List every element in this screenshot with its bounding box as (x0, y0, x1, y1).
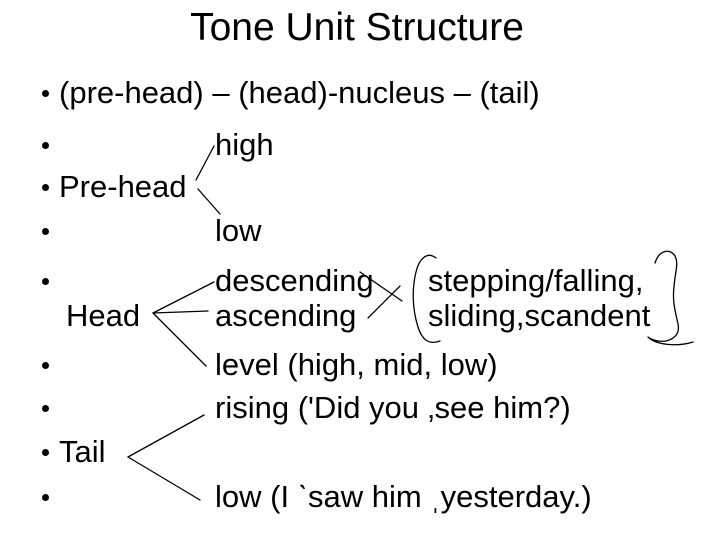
bullet-icon (42, 405, 49, 412)
list-item-text: stepping/falling, (428, 263, 644, 298)
list-item: Tail (0, 430, 720, 474)
bullet-icon (42, 142, 49, 149)
list-item: low (I ˋsaw him ˌyesterday.) (0, 475, 720, 519)
bullet-icon (42, 449, 49, 456)
list-item-text: (pre-head) – (head)-nucleus – (tail) (59, 75, 540, 110)
list-item-text: low (215, 213, 262, 248)
list-item: high (0, 123, 720, 167)
list-item: rising ('Did you ‚see him?) (0, 386, 720, 430)
bullet-icon (42, 90, 49, 97)
list-item-text: ascending (215, 298, 357, 333)
list-item-text: level (high, mid, low) (215, 347, 498, 382)
list-item: descending stepping/falling, (0, 259, 720, 303)
list-item: Head ascending sliding,scandent (0, 294, 720, 338)
bullet-icon (42, 362, 49, 369)
list-item: low (0, 209, 720, 253)
list-item-text: Pre-head (59, 169, 187, 204)
list-item: (pre-head) – (head)-nucleus – (tail) (0, 71, 720, 115)
list-item: Pre-head (0, 165, 720, 209)
list-item-text: high (215, 127, 274, 162)
list-item-text: sliding,scandent (428, 298, 651, 333)
bullet-icon (42, 184, 49, 191)
list-item-text: descending (215, 263, 374, 298)
list-item-text: Head (66, 298, 141, 333)
list-item-text: low (I ˋsaw him ˌyesterday.) (215, 479, 592, 514)
bullet-icon (42, 494, 49, 501)
list-item: level (high, mid, low) (0, 343, 720, 387)
bullet-icon (42, 228, 49, 235)
list-item-text: rising ('Did you ‚see him?) (215, 390, 571, 425)
list-item-text: Tail (59, 434, 106, 469)
bullet-icon (42, 278, 49, 285)
page-title: Tone Unit Structure (190, 6, 524, 49)
